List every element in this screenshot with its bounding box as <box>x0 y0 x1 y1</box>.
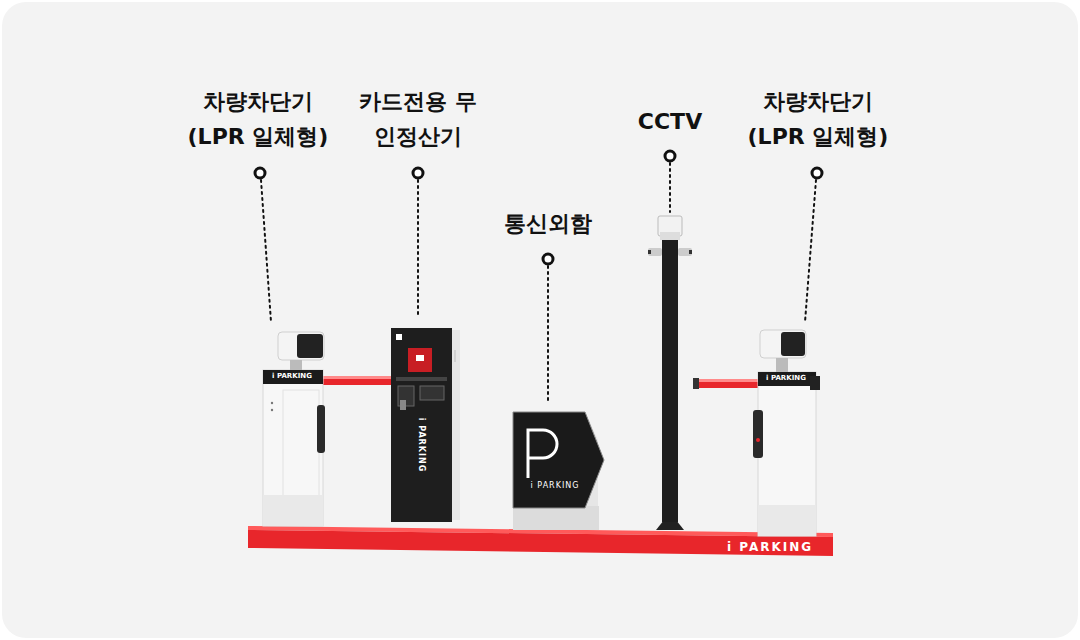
callout-label: 차량차단기 (LPR 일체형) <box>183 84 333 154</box>
red-base <box>248 526 833 556</box>
leader-lines <box>261 163 816 402</box>
brand-text: i PARKING <box>416 410 426 480</box>
cctv-pole <box>648 216 692 530</box>
kiosk <box>391 328 460 522</box>
left-barrier <box>263 332 392 526</box>
right-barrier <box>693 330 820 536</box>
leader-rings <box>255 151 822 264</box>
brand-text: i PARKING <box>758 374 814 383</box>
brand-text: i PARKING <box>520 481 590 491</box>
brand-text: i PARKING <box>263 372 321 381</box>
brand-text: i PARKING <box>715 539 825 555</box>
callout-label: 카드전용 무인정산기 <box>357 84 479 154</box>
callout-label: 차량차단기 (LPR 일체형) <box>743 84 893 154</box>
comm-box <box>513 412 604 530</box>
callout-label: CCTV <box>610 104 730 139</box>
callout-label: 통신외함 <box>488 206 608 241</box>
